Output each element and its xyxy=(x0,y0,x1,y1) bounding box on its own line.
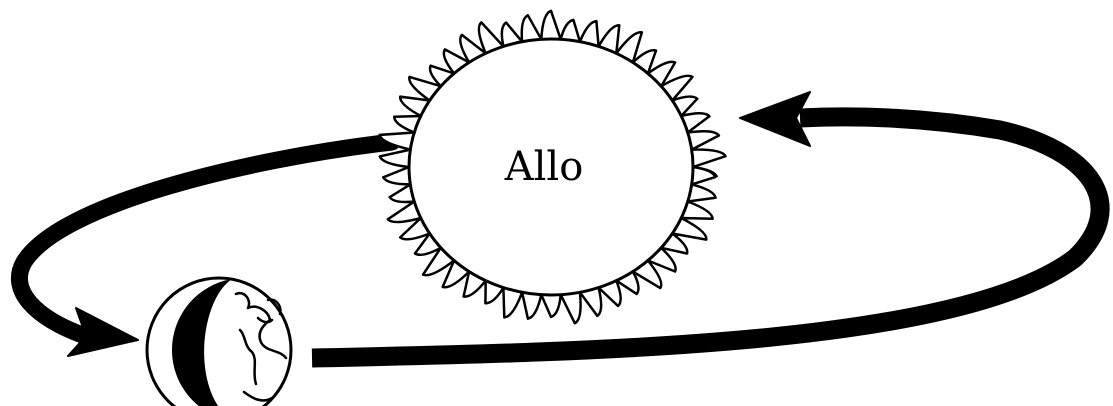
orbit-arrowhead-right xyxy=(740,92,810,146)
planet-earth xyxy=(147,278,291,406)
planet-outline xyxy=(147,278,291,406)
sun-label: Allo xyxy=(504,144,584,190)
